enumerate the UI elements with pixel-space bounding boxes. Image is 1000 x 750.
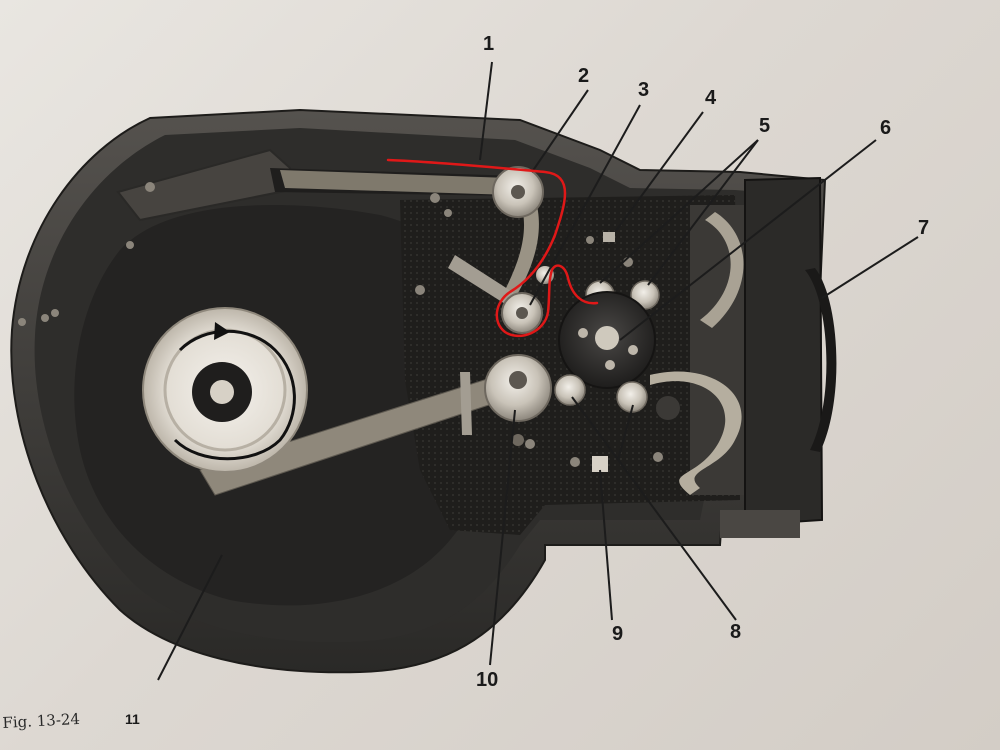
film-loop-right-lower (650, 371, 742, 495)
callout-10: 10 (476, 669, 499, 691)
tension-arm-upper (448, 255, 525, 312)
guide-roller-lower (656, 396, 680, 420)
callout-9: 9 (612, 623, 624, 645)
film-reel-core (210, 380, 234, 404)
roller-2-axle (511, 185, 525, 199)
callout-3: 3 (638, 79, 650, 101)
callout-7: 7 (918, 217, 930, 239)
leader-lines (157, 61, 919, 681)
roller-10-axle (509, 371, 527, 389)
callout-2: 2 (578, 65, 590, 87)
hub-nut-10 (512, 434, 524, 446)
front-housing-7 (744, 176, 824, 527)
roller-3-axle (516, 307, 528, 319)
callout-8: 8 (730, 621, 742, 643)
film-strip-upper (280, 170, 515, 195)
front-housing-edge (805, 268, 837, 452)
callout-6: 6 (880, 117, 892, 139)
reel-rotation-arrowhead (214, 322, 230, 340)
sprocket-6-screw-a (578, 328, 588, 338)
film-loop (505, 198, 539, 298)
sprocket-6-screw-c (605, 360, 615, 370)
housing-screws (18, 182, 663, 467)
roller-8a (554, 374, 586, 406)
pressure-block-9 (592, 456, 608, 472)
bottom-latch (720, 510, 800, 538)
callout-4: 4 (705, 87, 717, 109)
sprocket-6-screw-b (628, 345, 638, 355)
guide-roller-5b (630, 280, 660, 310)
sprocket-6-hub (595, 326, 619, 350)
callout-5: 5 (759, 115, 771, 137)
callout-11: 11 (125, 711, 140, 727)
film-loop-right (700, 212, 744, 328)
callout-1: 1 (483, 33, 495, 55)
pin-4 (603, 232, 615, 242)
threading-annotation (386, 158, 599, 338)
tension-arm-lower (460, 372, 472, 435)
